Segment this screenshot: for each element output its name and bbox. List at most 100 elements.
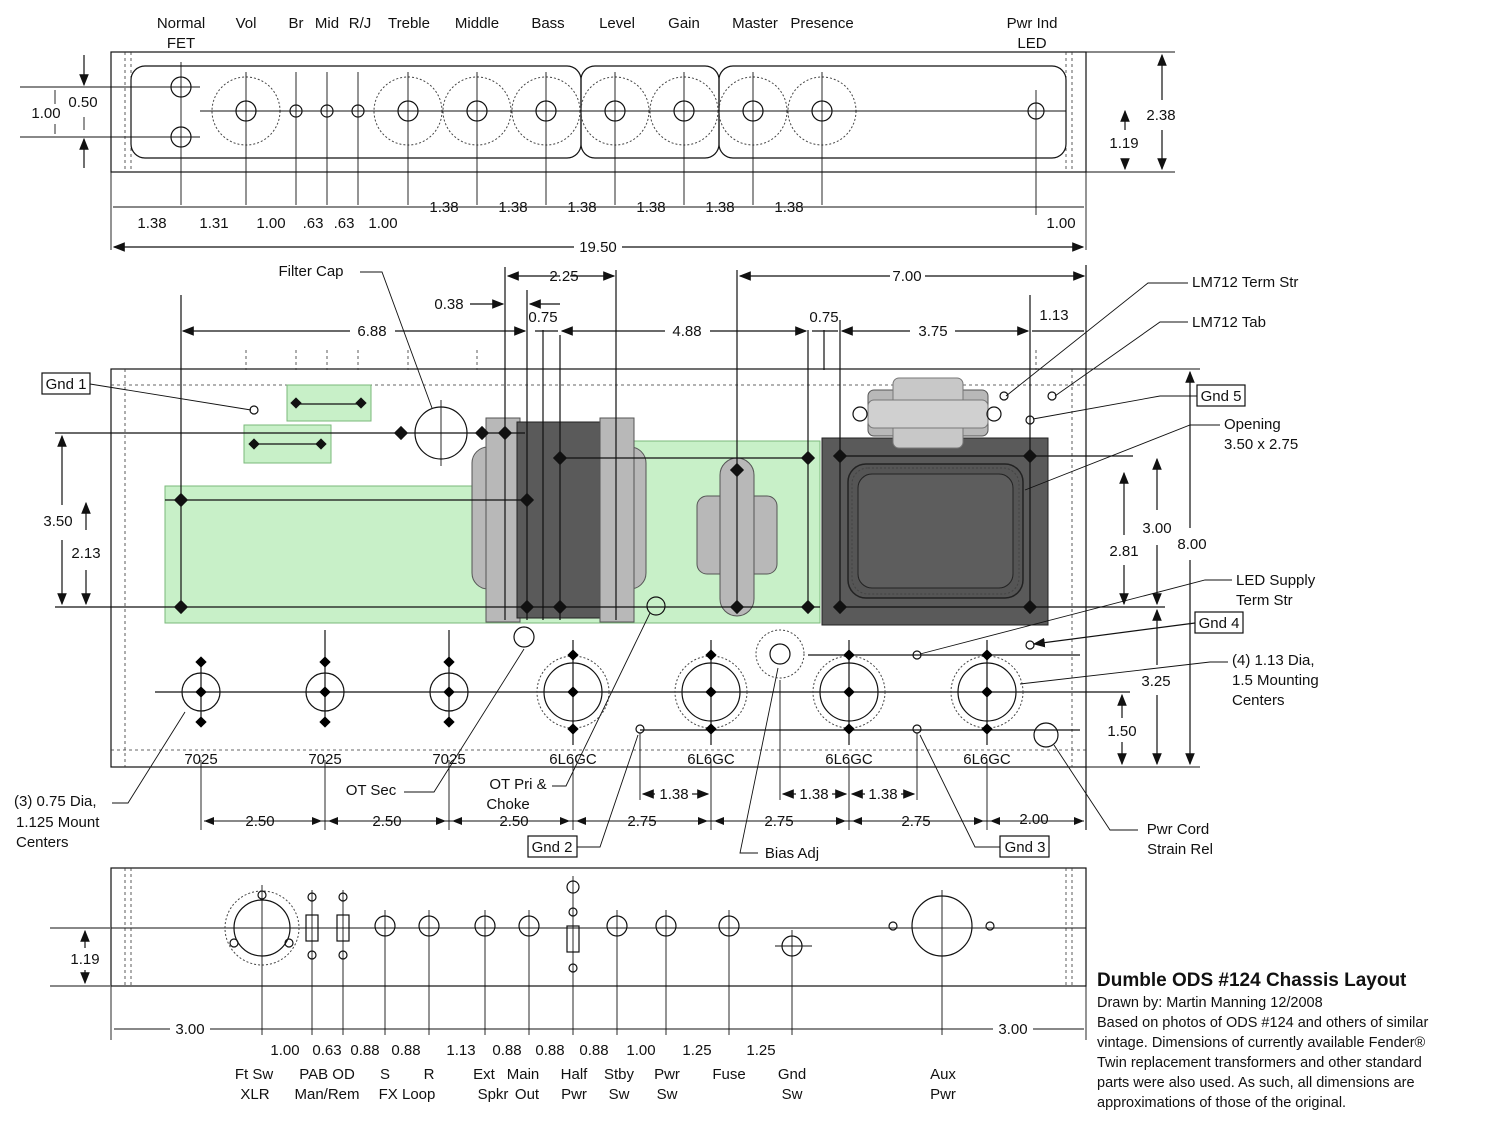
note-line-2: vintage. Dimensions of currently availab… (1097, 1035, 1426, 1051)
rear-label-stby-sw: Sw (609, 1086, 630, 1103)
tube-label-2: 7025 (308, 751, 341, 768)
dim-b2.75a: 2.75 (627, 813, 656, 830)
label-gain: Gain (668, 15, 700, 32)
callout-pwr-cord: Pwr Cord (1147, 821, 1210, 838)
callout-opening: Opening (1224, 416, 1281, 433)
rear-dim-1.19: 1.19 (70, 951, 99, 968)
drawing-title: Dumble ODS #124 Chassis Layout (1097, 970, 1407, 991)
label-bass: Bass (531, 15, 564, 32)
callout-gnd3: Gnd 3 (1005, 839, 1046, 856)
callout-opening-size: 3.50 x 2.75 (1224, 436, 1298, 453)
dim-1.19: 1.19 (1109, 135, 1138, 152)
dim-sp-2: 1.31 (199, 215, 228, 232)
tube-label-6: 6L6GC (825, 751, 873, 768)
rear-label-xlr: XLR (240, 1086, 269, 1103)
label-treble: Treble (388, 15, 430, 32)
rear-sp-11: 1.25 (682, 1042, 711, 1059)
rear-label-stby: Stby (604, 1066, 635, 1083)
dim-19.50: 19.50 (579, 239, 617, 256)
dim-b2.75c: 2.75 (901, 813, 930, 830)
rear-sp-9: 0.88 (579, 1042, 608, 1059)
note-line-5: approximations of those of the original. (1097, 1095, 1346, 1111)
dim-2.25: 2.25 (549, 268, 578, 285)
label-presence: Presence (790, 15, 853, 32)
dim-0.75a: 0.75 (528, 309, 557, 326)
preamp-tube-3 (429, 630, 469, 728)
callout-term-str: Term Str (1236, 592, 1293, 609)
preamp-tube-2 (305, 630, 345, 728)
dim-sp-8: 1.38 (498, 199, 527, 216)
dim-b2.50c: 2.50 (499, 813, 528, 830)
rear-label-gnd: Gnd (778, 1066, 806, 1083)
tube-label-1: 7025 (184, 751, 217, 768)
tube-label-5: 6L6GC (687, 751, 735, 768)
label-master: Master (732, 15, 778, 32)
rear-label-gnd-sw: Sw (782, 1086, 803, 1103)
callout-bias-adj: Bias Adj (765, 845, 819, 862)
rear-label-aux-pwr: Pwr (930, 1086, 956, 1103)
front-panel-outline (110, 51, 1087, 173)
power-tube-2 (674, 640, 748, 745)
dim-0.50: 0.50 (68, 94, 97, 111)
rear-label-main: Main (507, 1066, 540, 1083)
dim-b2.50b: 2.50 (372, 813, 401, 830)
rear-label-man-rem: Man/Rem (294, 1086, 359, 1103)
dim-2.13: 2.13 (71, 545, 100, 562)
callout-gnd4: Gnd 4 (1199, 615, 1240, 632)
dim-sp-10: 1.38 (636, 199, 665, 216)
rear-panel: 1.19 3.00 1.00 0.63 0.88 0.88 1.13 0.88 … (50, 867, 1087, 1103)
callout-ot-sec: OT Sec (346, 782, 397, 799)
power-tube-1 (536, 640, 610, 745)
rear-sp-2: 1.00 (270, 1042, 299, 1059)
rear-sp-10: 1.00 (626, 1042, 655, 1059)
callout-centers: Centers (1232, 692, 1285, 709)
callout-gnd1: Gnd 1 (46, 376, 87, 393)
dim-b1.38c: 1.38 (868, 786, 897, 803)
label-mid: Mid (315, 15, 339, 32)
rear-label-pwr-sw: Sw (657, 1086, 678, 1103)
rear-label-half: Half (561, 1066, 589, 1083)
rear-sp-7: 0.88 (492, 1042, 521, 1059)
callout-strain-rel: Strain Rel (1147, 841, 1213, 858)
dim-sp-1: 1.38 (137, 215, 166, 232)
callout-ot-pri: OT Pri & (489, 776, 546, 793)
rear-label-spkr: Spkr (478, 1086, 509, 1103)
dim-b1.38a: 1.38 (659, 786, 688, 803)
dim-3.00: 3.00 (1142, 520, 1171, 537)
dim-1.50: 1.50 (1107, 723, 1136, 740)
callout-led-supply: LED Supply (1236, 572, 1316, 589)
label-br: Br (289, 15, 304, 32)
dim-7.00: 7.00 (892, 268, 921, 285)
dim-sp-9: 1.38 (567, 199, 596, 216)
dim-sp-4: .63 (303, 215, 324, 232)
rear-sp-12: 1.25 (746, 1042, 775, 1059)
tube-label-7: 6L6GC (963, 751, 1011, 768)
callout-tube-dia: (4) 1.13 Dia, (1232, 652, 1315, 669)
note-line-4: parts were also used. As such, all dimen… (1097, 1075, 1415, 1091)
dim-b1.38b: 1.38 (799, 786, 828, 803)
callout-lm712-tab: LM712 Tab (1192, 314, 1266, 331)
rear-label-ext: Ext (473, 1066, 496, 1083)
dim-2.38: 2.38 (1146, 107, 1175, 124)
power-tube-3 (812, 640, 886, 745)
dim-b2.50a: 2.50 (245, 813, 274, 830)
rear-sp-5: 0.88 (391, 1042, 420, 1059)
callout-choke: Choke (486, 796, 529, 813)
pwr-cord-hole (1033, 722, 1059, 748)
label-rj: R/J (349, 15, 372, 32)
bias-adj-pot (755, 629, 805, 679)
dim-4.88: 4.88 (672, 323, 701, 340)
rear-label-fuse: Fuse (712, 1066, 745, 1083)
label-vol: Vol (236, 15, 257, 32)
callout-filter-cap: Filter Cap (278, 263, 343, 280)
note-line-3: Twin replacement transformers and other … (1097, 1055, 1422, 1071)
rear-label-pab-od: PAB OD (299, 1066, 355, 1083)
rear-label-out: Out (515, 1086, 540, 1103)
dim-2.81: 2.81 (1109, 543, 1138, 560)
callout-lm712-term-str: LM712 Term Str (1192, 274, 1298, 291)
dim-sp-3: 1.00 (256, 215, 285, 232)
dim-sp-12: 1.38 (774, 199, 803, 216)
rear-label-r: R (424, 1066, 435, 1083)
front-panel: Normal FET Vol Br Mid R/J Treble Middle … (20, 15, 1176, 256)
label-fet: FET (167, 35, 195, 52)
